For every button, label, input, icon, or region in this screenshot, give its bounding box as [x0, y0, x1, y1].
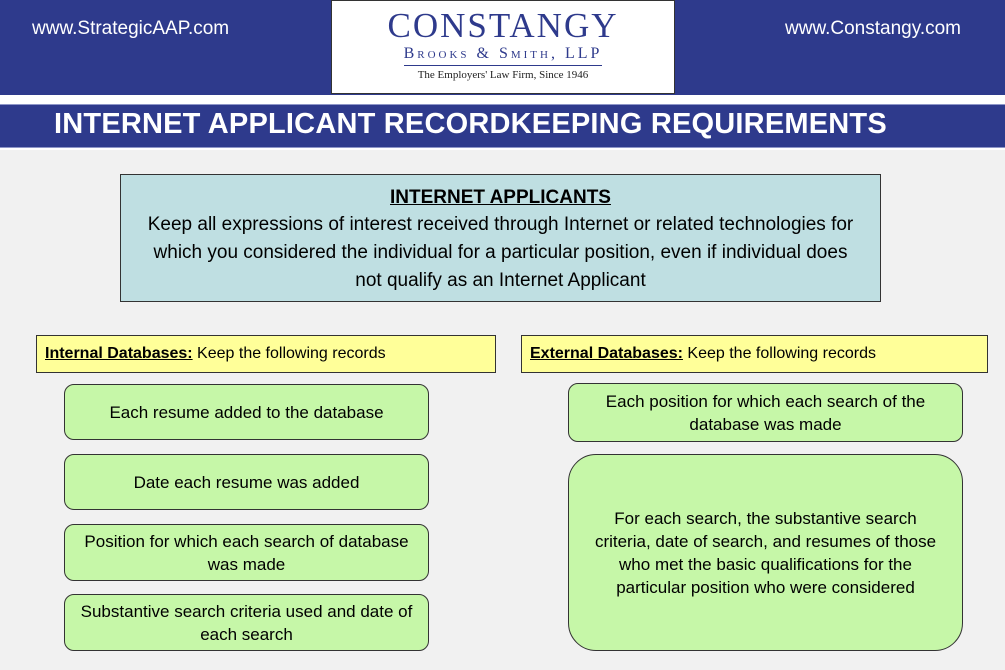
header-bar: www.StrategicAAP.com CONSTANGY Brooks & …	[0, 0, 1005, 95]
external-databases-label: External Databases:	[530, 345, 683, 362]
internal-item-card: Substantive search criteria used and dat…	[64, 594, 429, 651]
external-item-card: Each position for which each search of t…	[568, 383, 963, 442]
internal-item-card: Date each resume was added	[64, 454, 429, 510]
internet-applicants-heading: INTERNET APPLICANTS	[390, 187, 611, 208]
internal-databases-suffix: Keep the following records	[192, 345, 386, 362]
logo-name: CONSTANGY	[387, 6, 619, 45]
title-bar: INTERNET APPLICANT RECORDKEEPING REQUIRE…	[0, 104, 1005, 148]
external-databases-header: External Databases: Keep the following r…	[521, 335, 988, 373]
internal-databases-header: Internal Databases: Keep the following r…	[36, 335, 496, 373]
internet-applicants-box: INTERNET APPLICANTS Keep all expressions…	[120, 174, 881, 302]
logo-tagline: The Employers' Law Firm, Since 1946	[417, 69, 589, 81]
strategicaap-link[interactable]: www.StrategicAAP.com	[32, 18, 230, 39]
external-item-card: For each search, the substantive search …	[568, 454, 963, 651]
internal-item-card: Each resume added to the database	[64, 384, 429, 440]
constangy-link[interactable]: www.Constangy.com	[785, 18, 961, 39]
external-databases-suffix: Keep the following records	[682, 345, 876, 362]
internal-item-card: Position for which each search of databa…	[64, 524, 429, 581]
internal-databases-label: Internal Databases:	[45, 345, 193, 362]
page-title: INTERNET APPLICANT RECORDKEEPING REQUIRE…	[54, 108, 887, 140]
constangy-logo: CONSTANGY Brooks & Smith, LLP The Employ…	[331, 0, 675, 94]
logo-subtitle: Brooks & Smith, LLP	[403, 45, 603, 66]
internet-applicants-text: Keep all expressions of interest receive…	[147, 214, 854, 291]
